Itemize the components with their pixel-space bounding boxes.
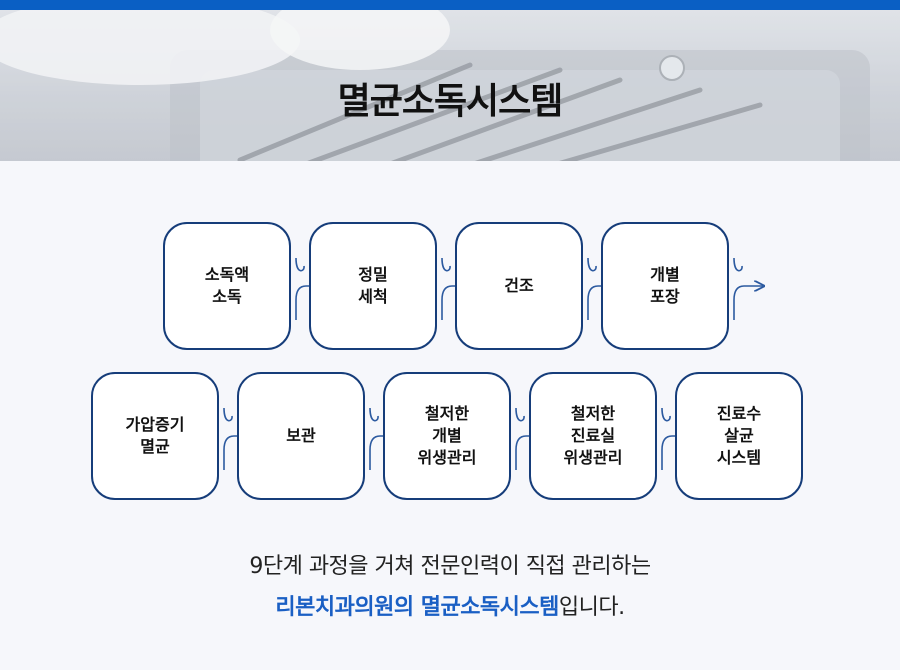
- step-steam-sterilization: 가압증기 멸균: [91, 372, 219, 500]
- step-label: 소독액 소독: [204, 265, 250, 306]
- step-label: 철저한 진료실 위생관리: [563, 404, 623, 467]
- step-drying: 건조: [455, 222, 583, 350]
- step-individual-packaging: 개별 포장: [601, 222, 729, 350]
- step-disinfectant: 소독액 소독: [163, 222, 291, 350]
- caption-line-1: 9단계 과정을 거쳐 전문인력이 직접 관리하는: [249, 554, 651, 579]
- step-label: 개별 포장: [650, 265, 680, 306]
- step-storage: 보관: [237, 372, 365, 500]
- hero-background-image: [0, 10, 900, 161]
- step-label: 철저한 개별 위생관리: [417, 404, 477, 467]
- page-title: 멸균소독시스템: [337, 81, 564, 122]
- step-label: 보관: [286, 426, 316, 445]
- step-precision-cleaning: 정밀 세척: [309, 222, 437, 350]
- step-label: 가압증기 멸균: [125, 415, 185, 456]
- step-label: 정밀 세척: [358, 265, 388, 306]
- step-water-sterilization: 진료수 살균 시스템: [675, 372, 803, 500]
- step-individual-hygiene: 철저한 개별 위생관리: [383, 372, 511, 500]
- caption-suffix: 입니다.: [558, 595, 625, 620]
- top-accent-bar: [0, 0, 900, 10]
- hero-banner: 멸균소독시스템: [0, 10, 900, 161]
- caption-line-2: 리본치과의원의 멸균소독시스템입니다.: [0, 589, 900, 621]
- step-label: 건조: [504, 276, 534, 295]
- step-clinic-hygiene: 철저한 진료실 위생관리: [529, 372, 657, 500]
- step-label: 진료수 살균 시스템: [716, 404, 762, 467]
- caption-highlight: 리본치과의원의 멸균소독시스템: [275, 595, 559, 620]
